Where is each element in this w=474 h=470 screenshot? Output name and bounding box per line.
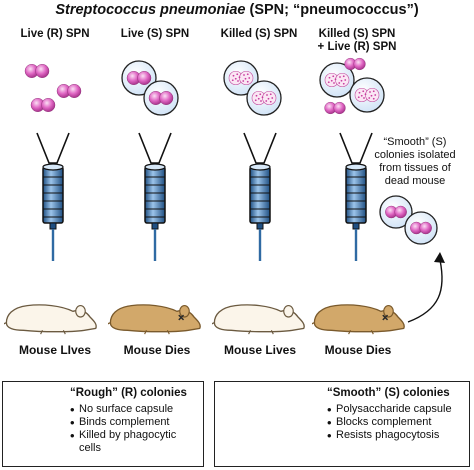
column-1-bacteria: [24, 64, 82, 112]
list-item: No surface capsule: [70, 403, 200, 416]
column-label-4: Killed (S) SPN + Live (R) SPN: [317, 28, 397, 53]
column-label-2: Live (S) SPN: [120, 28, 190, 40]
diagram-title: Streptococcus pneumoniae (SPN; “pneumoco…: [0, 2, 474, 18]
injection-syringes: [35, 131, 374, 263]
column-label-1: Live (R) SPN: [20, 28, 90, 40]
isolation-note: “Smooth” (S) colonies isolated from tiss…: [374, 136, 456, 187]
rough-bacterium: [24, 64, 50, 78]
outcome-2: Mouse Dies: [123, 343, 191, 357]
column-4-bacteria: [319, 57, 385, 115]
mouse-dead-icon: [312, 304, 405, 335]
rough-bacterium: [324, 101, 346, 115]
list-item: Blocks complement: [327, 416, 467, 429]
isolated-smooth-colonies: [379, 195, 438, 245]
legend-rough-title: “Rough” (R) colonies: [70, 387, 187, 399]
species-name: Streptococcus pneumoniae: [55, 2, 246, 18]
mouse-alive-icon: [4, 304, 97, 335]
list-item: Killed by phagocytic cells: [70, 429, 200, 455]
list-item: Binds complement: [70, 416, 200, 429]
rough-bacterium: [30, 98, 56, 112]
outcome-3: Mouse Lives: [223, 343, 297, 357]
list-item: Resists phagocytosis: [327, 429, 467, 442]
syringe-icon: [242, 131, 278, 263]
syringe-icon: [35, 131, 71, 263]
list-item: Polysaccharide capsule: [327, 403, 467, 416]
syringe-icon: [137, 131, 173, 263]
mouse-alive-icon: [212, 304, 305, 335]
column-2-bacteria: [121, 60, 179, 116]
title-rest: (SPN; “pneumococcus”): [245, 2, 419, 18]
rough-bacterium: [344, 57, 366, 71]
outcome-1: Mouse LIves: [18, 343, 92, 357]
arrowhead-icon: [434, 252, 445, 263]
outcome-4: Mouse Dies: [324, 343, 392, 357]
mice: [4, 304, 405, 335]
column-label-3: Killed (S) SPN: [220, 28, 298, 40]
column-3-bacteria: [223, 60, 282, 116]
legend-smooth-title: “Smooth” (S) colonies: [327, 387, 450, 399]
rough-bacterium: [56, 84, 82, 98]
mouse-dead-icon: [108, 304, 201, 335]
legend-rough-list: No surface capsule Binds complement Kill…: [70, 403, 200, 455]
legend-smooth-list: Polysaccharide capsule Blocks complement…: [327, 403, 467, 442]
isolation-arrow: [407, 259, 443, 323]
